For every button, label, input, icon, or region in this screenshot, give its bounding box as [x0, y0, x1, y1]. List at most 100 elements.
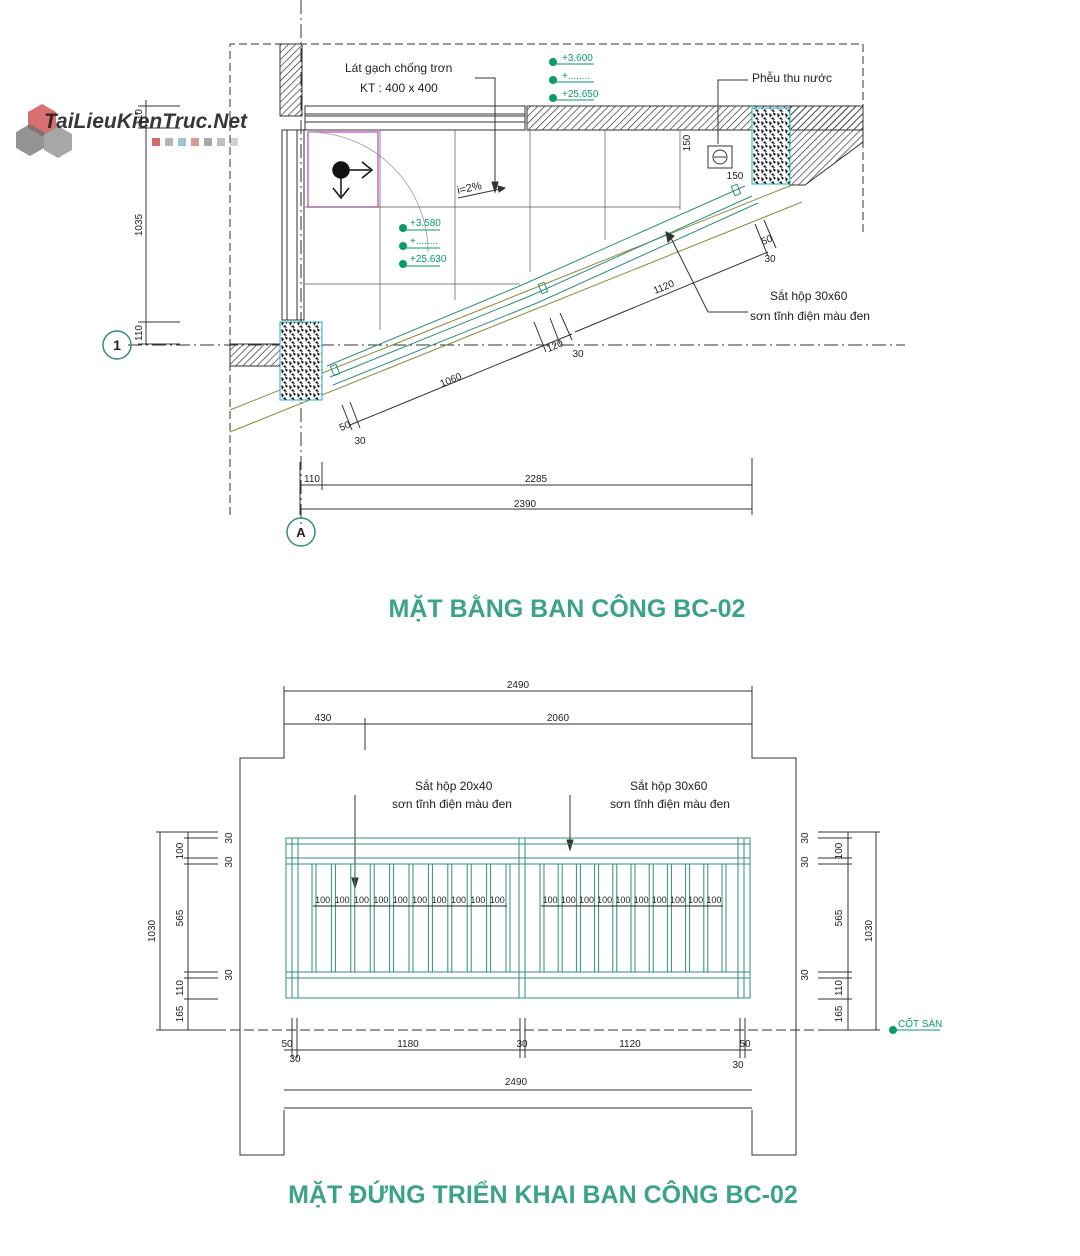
- dim-elev-left-110: 110: [175, 980, 186, 996]
- baluster: [330, 863, 336, 973]
- note-tile-line1: Lát gạch chống trơn: [345, 61, 452, 75]
- watermark-logo: TaiLieuKienTruc.Net: [16, 104, 248, 158]
- elevation-wall-right: [751, 750, 797, 1156]
- dim-elev-left-165: 165: [175, 1005, 186, 1022]
- dim-elev-left-30b: 30: [224, 856, 235, 868]
- dim-elev-left-30a: 30: [224, 832, 235, 844]
- level-b2: +........: [410, 236, 438, 247]
- dim-elev-left-30c: 30: [224, 969, 235, 981]
- spacing-label: 100: [688, 895, 703, 905]
- column-left: [279, 321, 323, 401]
- wall-left: [279, 43, 303, 117]
- leader-rail: [669, 235, 748, 313]
- note-elev-right-line1: Sắt hộp 30x60: [630, 778, 708, 793]
- plan-dim-vertical: [138, 100, 180, 345]
- dim-elev-left-1030: 1030: [147, 919, 158, 942]
- grid-label-a: A: [296, 525, 306, 540]
- spacing-label: 100: [670, 895, 685, 905]
- dim-elev-bottom-50b: 50: [739, 1039, 751, 1050]
- dim-elev-right-30b: 30: [800, 856, 811, 868]
- dim-plan-50-left: 50: [338, 419, 353, 434]
- dim-elev-right-165: 165: [834, 1005, 845, 1022]
- plan-boundary: [229, 43, 864, 515]
- note-tile-line2: KT : 400 x 400: [360, 81, 438, 95]
- dim-elev-right-110: 110: [834, 980, 845, 996]
- note-elev-left-line1: Sắt hộp 20x40: [415, 778, 493, 793]
- dim-elev-right-100: 100: [834, 842, 845, 859]
- floor-level-marker: [889, 1026, 940, 1034]
- plan-dim-horizontal: [299, 458, 753, 515]
- elevation-wall-left: [239, 750, 285, 1156]
- spacing-label: 100: [412, 895, 427, 905]
- grid-bubble-a: [286, 517, 316, 547]
- dim-elev-top-2490: 2490: [507, 680, 530, 691]
- spacing-label: 100: [561, 895, 576, 905]
- plan-railing: [326, 183, 759, 386]
- baluster: [594, 863, 600, 973]
- dim-elev-left-100: 100: [175, 842, 186, 859]
- baluster: [703, 863, 709, 973]
- dim-plan-1060: 1060: [439, 371, 464, 390]
- baluster: [721, 863, 727, 973]
- dim-plan-150-v: 150: [682, 134, 693, 151]
- spacing-label: 100: [451, 895, 466, 905]
- dim-plan-110-h: 110: [304, 474, 320, 485]
- spacing-label: 100: [315, 895, 330, 905]
- floor-level-label: CỐT SÀN: [898, 1016, 942, 1030]
- note-elev-left-line2: sơn tĩnh điện màu đen: [392, 797, 512, 811]
- baluster: [575, 863, 581, 973]
- note-drain: Phễu thu nước: [752, 70, 832, 85]
- spacing-label: 100: [335, 895, 350, 905]
- dim-plan-1035: 1035: [134, 213, 145, 236]
- dim-elev-left-565: 565: [175, 909, 186, 926]
- elevation-view: [156, 686, 880, 1156]
- spacing-label: 100: [634, 895, 649, 905]
- dim-plan-110-bottom: 110: [134, 325, 145, 341]
- spacing-label: 100: [615, 895, 630, 905]
- dim-plan-1120: 1120: [652, 278, 676, 296]
- wall-left-lower: [229, 343, 283, 367]
- baluster: [685, 863, 691, 973]
- dim-plan-30-left: 30: [354, 436, 366, 447]
- dim-plan-50-right: 50: [760, 233, 775, 248]
- level-b1: +3.580: [410, 218, 441, 229]
- door-swing-symbol: [332, 161, 374, 200]
- column-right: [751, 107, 791, 185]
- baluster: [648, 863, 654, 973]
- baluster: [486, 863, 492, 973]
- window-frame: [281, 129, 305, 321]
- baluster: [630, 863, 636, 973]
- baluster: [408, 863, 414, 973]
- dim-plan-120: 120: [545, 338, 565, 355]
- dim-plan-110-top: 110: [134, 109, 145, 125]
- spacing-label: 100: [706, 895, 721, 905]
- plan-view: [102, 0, 905, 547]
- spacing-label: 100: [579, 895, 594, 905]
- dim-elev-bottom-2490: 2490: [505, 1077, 528, 1088]
- spacing-label: 100: [354, 895, 369, 905]
- dim-elev-bottom-30b: 30: [516, 1039, 528, 1050]
- baluster: [427, 863, 433, 973]
- dim-plan-30-right: 30: [764, 254, 776, 265]
- dim-elev-right-30a: 30: [800, 832, 811, 844]
- spacing-label: 100: [373, 895, 388, 905]
- spacing-label: 100: [470, 895, 485, 905]
- baluster: [557, 863, 563, 973]
- dim-elev-bottom-1120: 1120: [619, 1039, 641, 1050]
- leader-drain: [717, 79, 748, 144]
- wall-right-end: [789, 105, 864, 186]
- slope-label: i=2%: [456, 180, 483, 197]
- dim-elev-bottom-30a: 30: [289, 1054, 301, 1065]
- baluster: [389, 863, 395, 973]
- baluster: [666, 863, 672, 973]
- note-rail-line1: Sắt hộp 30x60: [770, 288, 848, 303]
- dim-plan-2390: 2390: [514, 499, 537, 510]
- floor-drain: [707, 145, 733, 169]
- dim-elev-top-430: 430: [315, 713, 332, 724]
- baluster: [447, 863, 453, 973]
- baluster: [369, 863, 375, 973]
- grid-label-1: 1: [113, 337, 121, 353]
- dim-elev-right-1030: 1030: [864, 919, 875, 942]
- note-elev-right-line2: sơn tĩnh điện màu đen: [610, 797, 730, 811]
- level-b3: +25.630: [410, 254, 447, 265]
